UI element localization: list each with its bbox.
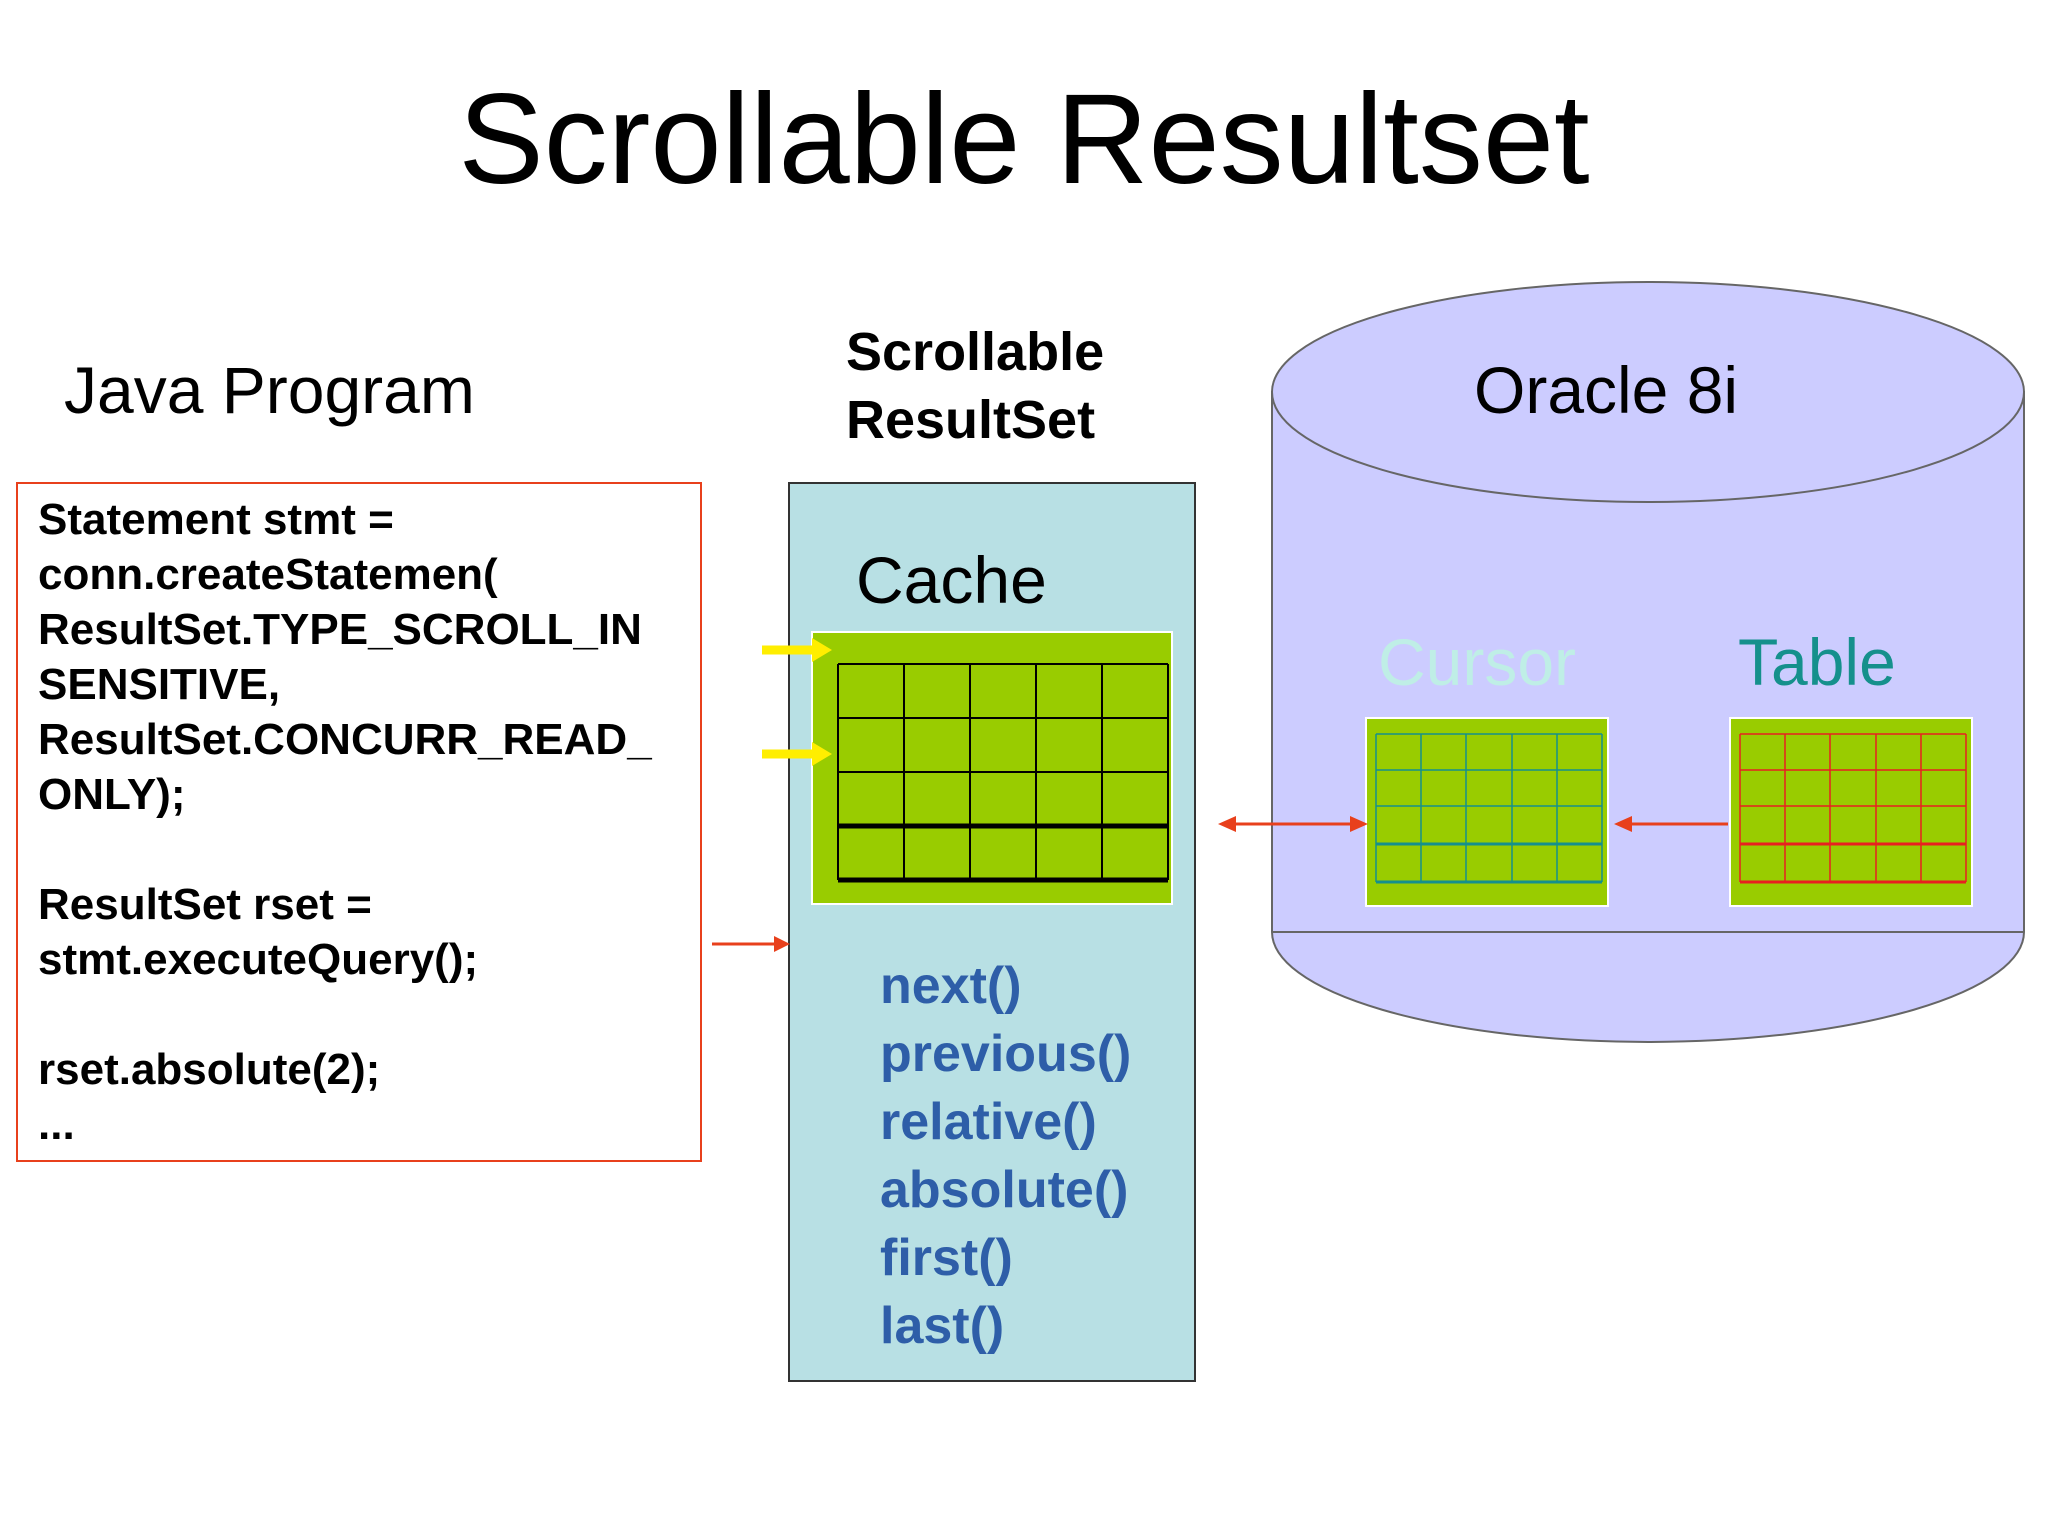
method-list: next() previous() relative() absolute() … — [880, 952, 1131, 1360]
code-line: ResultSet.CONCURR_READ_ — [38, 715, 652, 764]
code-line: ... — [38, 1100, 75, 1149]
cursor-grid-background — [1365, 717, 1609, 907]
method-item: relative() — [880, 1093, 1097, 1151]
table-grid-background — [1729, 717, 1973, 907]
code-line: rset.absolute(2); — [38, 1045, 381, 1094]
cursor-grid — [1365, 717, 1609, 907]
oracle-label: Oracle 8i — [1474, 353, 1739, 427]
slide-title: Scrollable Resultset — [458, 68, 1590, 211]
cursor-label: Cursor — [1378, 625, 1577, 699]
method-item: last() — [880, 1297, 1005, 1355]
cache-grid-lines — [837, 663, 1169, 883]
cache-grid-background — [811, 631, 1173, 905]
method-item: previous() — [880, 1025, 1132, 1083]
code-to-resultset-arrow — [712, 936, 790, 952]
table-grid — [1729, 717, 1973, 907]
code-line: ResultSet rset = — [38, 880, 372, 929]
code-line: stmt.executeQuery(); — [38, 935, 479, 984]
java-program-label: Java Program — [64, 353, 475, 427]
scrollable-resultset-label-line2: ResultSet — [846, 390, 1096, 450]
table-label: Table — [1738, 625, 1896, 699]
cache-grid — [811, 631, 1173, 905]
scrollable-resultset-label: Scrollable ResultSet — [846, 318, 1104, 454]
code-box — [16, 482, 702, 1162]
table-to-cursor-arrow — [1614, 816, 1728, 832]
code-listing: Statement stmt = conn.createStatemen( Re… — [38, 492, 698, 1152]
database-cylinder-top — [1271, 281, 2025, 503]
code-line: ResultSet.TYPE_SCROLL_IN — [38, 605, 642, 654]
code-line: Statement stmt = — [38, 495, 394, 544]
code-line: SENSITIVE, — [38, 660, 281, 709]
row-pointer-arrow — [762, 638, 832, 662]
table-grid-lines — [1739, 733, 1967, 884]
method-item: absolute() — [880, 1161, 1129, 1219]
cursor-grid-lines — [1375, 733, 1603, 884]
row-pointer-arrow — [762, 742, 832, 766]
code-line: ONLY); — [38, 770, 186, 819]
cache-cursor-double-arrow — [1218, 816, 1368, 832]
code-line: conn.createStatemen( — [38, 550, 498, 599]
cache-label: Cache — [856, 543, 1047, 617]
method-item: first() — [880, 1229, 1013, 1287]
scrollable-resultset-label-line1: Scrollable — [846, 322, 1105, 382]
method-item: next() — [880, 957, 1022, 1015]
